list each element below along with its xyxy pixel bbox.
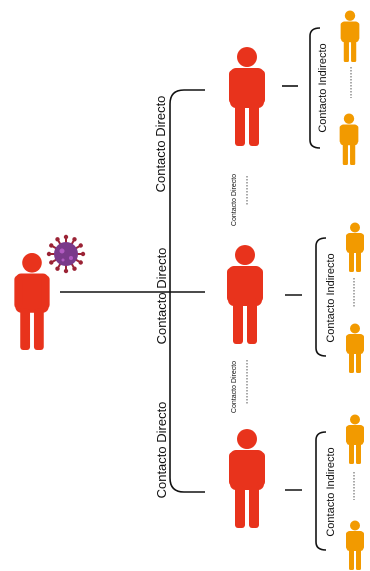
source-person-icon	[14, 252, 50, 350]
indirect-contact-person-6-icon	[346, 520, 364, 570]
ellipsis-markers	[246, 67, 355, 500]
direct-contact-label-1: Contacto Directo	[153, 96, 168, 193]
indirect-contact-person-4-icon	[346, 323, 364, 373]
indirect-contact-person-1-icon	[340, 10, 360, 62]
direct-contact-label-3: Contacto Directo	[154, 402, 169, 499]
indirect-contact-label-2: Contacto Indirecto	[325, 253, 337, 342]
direct-contact-person-3-icon	[229, 429, 265, 528]
indirect-contact-person-3-icon	[346, 222, 364, 272]
direct-contact-small-label-1: Contacto Directo	[231, 174, 238, 226]
direct-contact-small-label-2: Contacto Directo	[231, 361, 238, 413]
direct-contact-label-2: Contacto Directo	[154, 248, 169, 345]
virus-icon	[46, 234, 86, 274]
direct-contact-person-1-icon	[229, 47, 265, 146]
indirect-contact-label-1: Contacto Indirecto	[317, 43, 329, 132]
indirect-contact-person-2-icon	[339, 113, 359, 165]
connector-lines	[60, 27, 327, 551]
indirect-contact-person-5-icon	[346, 414, 364, 464]
direct-contact-person-2-icon	[227, 245, 263, 344]
indirect-contact-label-3: Contacto Indirecto	[325, 447, 337, 536]
